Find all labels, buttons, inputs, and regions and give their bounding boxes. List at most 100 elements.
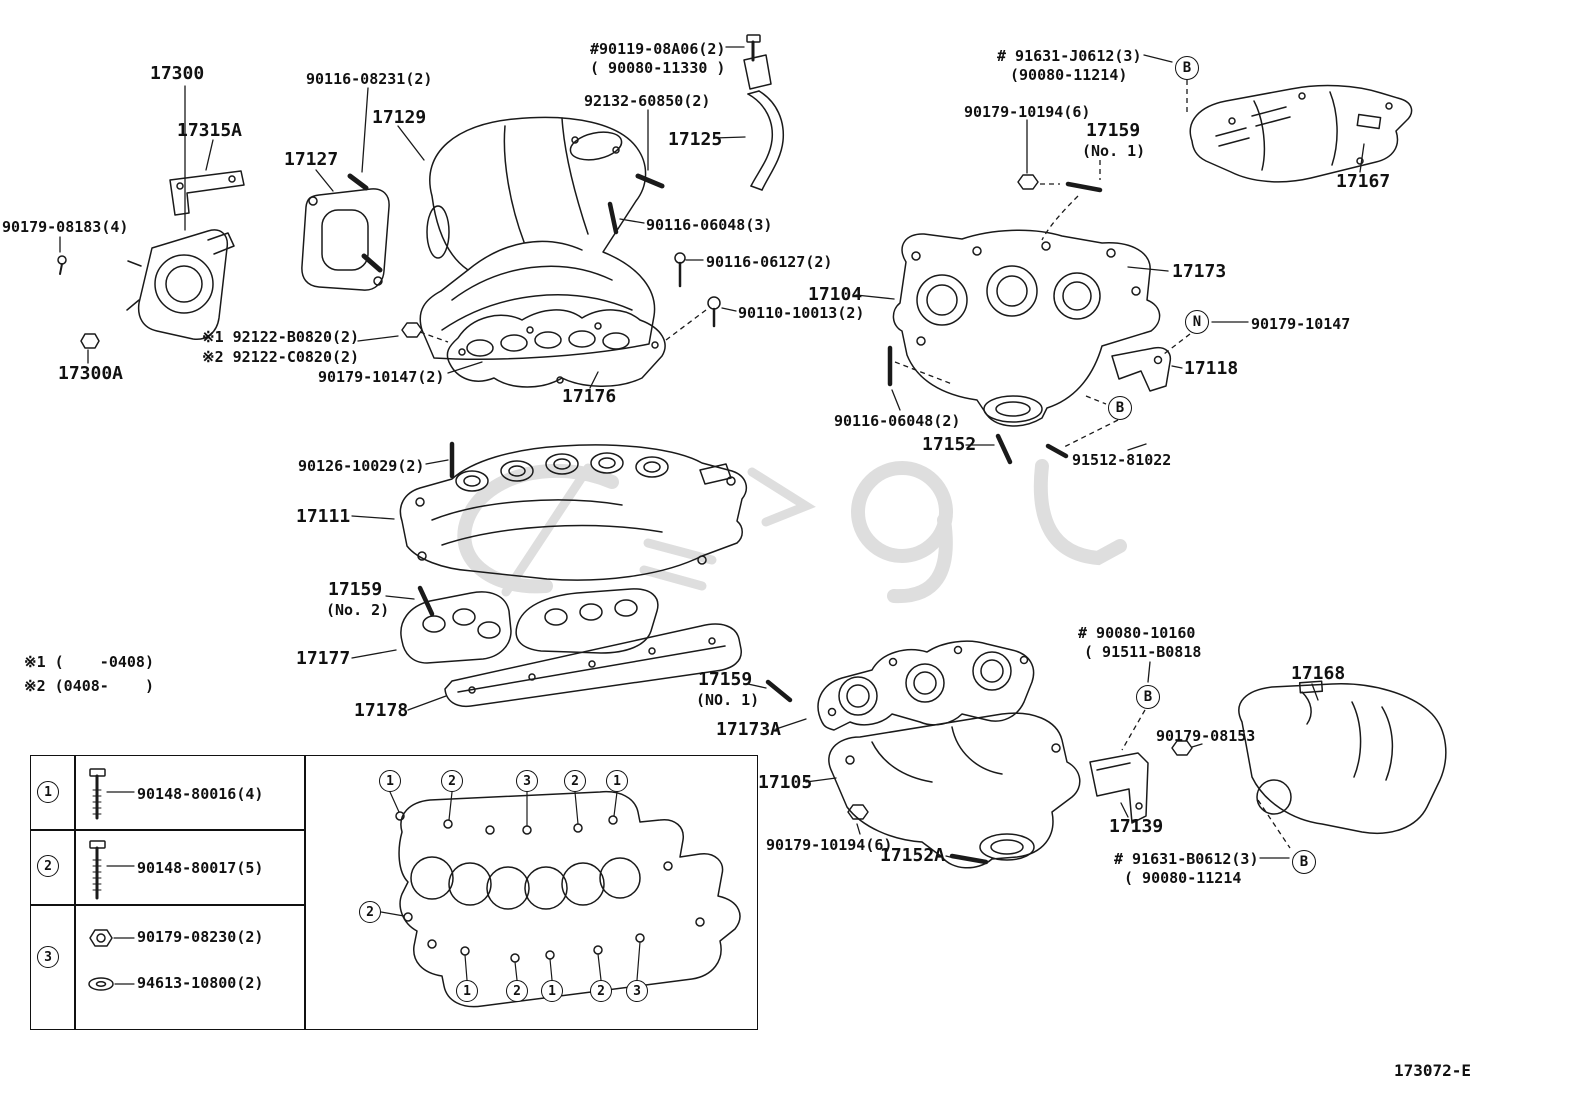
gasket-17173a-drawing [817, 640, 1035, 731]
legend-bolt-1-icon [89, 768, 135, 820]
connector-b-bottom: B [1292, 850, 1316, 874]
part-label-17139: 17139 [1109, 816, 1164, 837]
part-label-90179-08183: 90179-08183(4) [2, 218, 129, 236]
legend-part-90148-80016: 90148-80016(4) [137, 785, 264, 803]
hose-17125-drawing [743, 34, 785, 191]
connector-b-mid: B [1108, 396, 1132, 420]
part-label-17118: 17118 [1184, 358, 1239, 379]
part-label-90080-11330: ( 90080-11330 ) [590, 59, 726, 77]
part-label-17159-no1-bot-sub: (NO. 1) [696, 691, 760, 709]
part-label-90110-10013: 90110-10013(2) [738, 304, 865, 322]
part-label-17173a: 17173A [716, 719, 782, 740]
bolt-callout: 1 [456, 980, 478, 1002]
bolt-callout: 1 [541, 980, 563, 1002]
part-label-91512-81022: 91512-81022 [1072, 451, 1172, 469]
bolt-callout: 2 [564, 770, 586, 792]
legend-part-90179-08230: 90179-08230(2) [137, 928, 264, 946]
legend-gasket-drawing [380, 790, 741, 1008]
heat-shield-17167-drawing [1189, 84, 1413, 183]
part-label-17152a: 17152A [880, 845, 946, 866]
lower-intake-manifold-drawing [399, 444, 748, 581]
part-label-17177: 17177 [296, 648, 351, 669]
bracket-17315a-drawing [169, 170, 245, 216]
part-label-17159-no2-sub: (No. 2) [326, 601, 390, 619]
bolt-callout: 3 [516, 770, 538, 792]
part-label-91511-b0818: ( 91511-B0818 [1084, 643, 1202, 661]
bolt-callout: 1 [379, 770, 401, 792]
small-fastener-icons [57, 174, 1193, 820]
part-label-90179-10194b: 90179-10194(6) [766, 836, 893, 854]
exhaust-manifold-lh-drawing [828, 712, 1081, 869]
part-label-17178: 17178 [354, 700, 409, 721]
bracket-17139-drawing [1089, 752, 1149, 824]
throttle-body-drawing [126, 229, 235, 340]
legend-bolt-2-icon [89, 840, 135, 900]
part-label-90080-11214a: (90080-11214) [1010, 66, 1128, 84]
legend-table-divider-v2 [304, 755, 306, 1030]
part-label-17152: 17152 [922, 434, 977, 455]
bolt-callout: 2 [359, 901, 381, 923]
part-label-90116-08231: 90116-08231(2) [306, 70, 433, 88]
part-label-17159-no1-bot: 17159 [698, 669, 753, 690]
part-label-17173: 17173 [1172, 261, 1227, 282]
part-label-90179-08153: 90179-08153 [1156, 727, 1256, 745]
bolt-callout: 3 [626, 980, 648, 1002]
upper-intake-manifold-drawing [419, 116, 656, 360]
exhaust-manifold-rh-drawing [892, 229, 1161, 427]
legend-part-94613-10800: 94613-10800(2) [137, 974, 264, 992]
part-label-90116-06127: 90116-06127(2) [706, 253, 833, 271]
connector-b-top: B [1175, 56, 1199, 80]
part-label-17159-no2: 17159 [328, 579, 383, 600]
part-label-90080-10160: # 90080-10160 [1078, 624, 1196, 642]
part-label-17300a: 17300A [58, 363, 124, 384]
watermark [457, 459, 1127, 604]
part-label-17127: 17127 [284, 149, 339, 170]
bolt-callout: 1 [606, 770, 628, 792]
part-label-92132-60850: 92132-60850(2) [584, 92, 711, 110]
part-label-17104: 17104 [808, 284, 863, 305]
part-label-90179-10147n: 90179-10147 [1251, 315, 1351, 333]
stud-icons [347, 173, 1103, 865]
part-label-90116-06048a: 90116-06048(3) [646, 216, 773, 234]
note-2: ※2 (0408- ) [24, 677, 154, 695]
bolt-callout: 2 [590, 980, 612, 1002]
legend-table-divider-h1 [30, 829, 306, 831]
leader-lines [59, 46, 1365, 859]
gasket-17177-drawing [400, 588, 659, 664]
part-label-90116-06048b: 90116-06048(2) [834, 412, 961, 430]
part-label-17315a: 17315A [177, 120, 243, 141]
part-label-17111: 17111 [296, 506, 351, 527]
part-label-92122-c0820: ※2 92122-C0820(2) [202, 348, 360, 366]
bolt-callout: 2 [506, 980, 528, 1002]
doc-code: 173072-E [1394, 1061, 1472, 1080]
part-label-17300: 17300 [150, 63, 205, 84]
connector-b-lower: B [1136, 685, 1160, 709]
gasket-17176-drawing [446, 309, 666, 388]
part-label-17159-no1-top: 17159 [1086, 120, 1141, 141]
part-label-90080-11214b: ( 90080-11214 [1124, 869, 1242, 887]
part-label-17105: 17105 [758, 772, 813, 793]
part-label-91631-j0612: # 91631-J0612(3) [997, 47, 1142, 65]
part-drawings [57, 34, 1447, 1008]
legend-table-divider-v1 [74, 755, 76, 1030]
part-label-91631-b0612: # 91631-B0612(3) [1114, 850, 1259, 868]
legend-nut-icon [89, 929, 135, 947]
part-label-17129: 17129 [372, 107, 427, 128]
part-label-90179-10194a: 90179-10194(6) [964, 103, 1091, 121]
legend-key-1: 1 [37, 781, 59, 803]
bracket-17118-drawing [1111, 346, 1172, 392]
part-label-17176: 17176 [562, 386, 617, 407]
part-label-17159-no1-top-sub: (No. 1) [1082, 142, 1146, 160]
part-label-92122-b0820: ※1 92122-B0820(2) [202, 328, 360, 346]
legend-table-divider-h2 [30, 904, 306, 906]
part-label-90119-08a06: #90119-08A06(2) [590, 40, 726, 58]
part-label-17167: 17167 [1336, 171, 1391, 192]
dashed-lines [419, 80, 1291, 849]
part-label-90179-10147-2: 90179-10147(2) [318, 368, 445, 386]
legend-part-90148-80017: 90148-80017(5) [137, 859, 264, 877]
heat-shield-17168-drawing [1238, 680, 1447, 834]
part-label-17125: 17125 [668, 129, 723, 150]
legend-key-3: 3 [37, 946, 59, 968]
